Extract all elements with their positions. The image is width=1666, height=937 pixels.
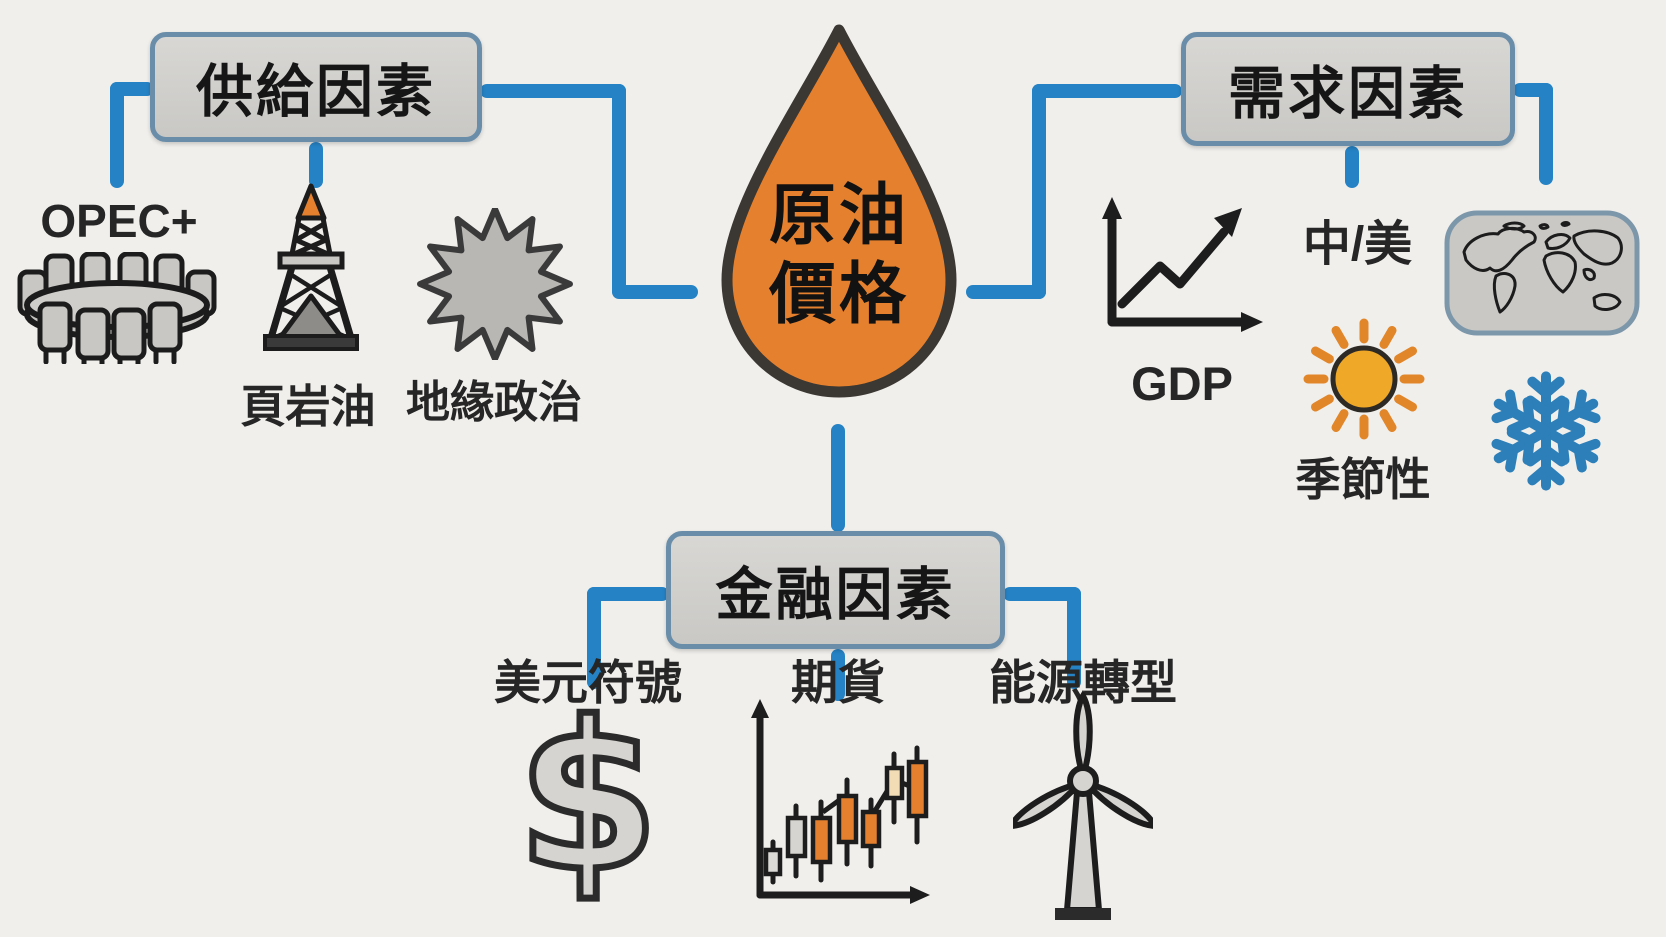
- opec-label: OPEC+: [40, 195, 198, 247]
- world-map-icon: [1444, 210, 1640, 336]
- connector-finance-left-v: [587, 587, 601, 689]
- shale-oil-label: 頁岩油: [240, 381, 376, 432]
- wind-turbine-icon: [1013, 684, 1153, 932]
- demand-factors-box: 需求因素: [1181, 32, 1515, 146]
- sun-icon: [1299, 314, 1429, 444]
- connector-demand-right-v: [1539, 83, 1553, 185]
- supply-factors-label: 供給因素: [196, 60, 436, 124]
- dollar-sign-icon: $: [496, 690, 681, 925]
- connector-finance-right-h: [1003, 587, 1081, 601]
- connector-supply-mid-v: [309, 142, 323, 188]
- geopolitics-label: 地緣政治: [406, 378, 582, 427]
- snowflake-icon: [1483, 368, 1609, 494]
- oil-price-line1: 原油: [769, 178, 909, 253]
- oil-drop-icon: [699, 16, 979, 416]
- round-table-icon: [16, 252, 218, 364]
- finance-factors-label: 金融因素: [715, 563, 956, 627]
- demand-factors-label: 需求因素: [1228, 62, 1468, 126]
- connector-supply-left-v: [110, 82, 124, 188]
- oil-price-title: 原油 價格: [699, 176, 979, 334]
- supply-factors-box: 供給因素: [150, 32, 482, 142]
- oil-derrick-icon: [252, 182, 370, 354]
- connector-finance-right-v: [1067, 587, 1081, 689]
- seasonality-label: 季節性: [1295, 454, 1431, 505]
- connector-drop-right-h: [966, 285, 1046, 299]
- finance-factors-box: 金融因素: [666, 531, 1005, 649]
- dollar-label: 美元符號: [494, 656, 682, 709]
- connector-demand-left-v: [1032, 84, 1046, 299]
- connector-finance-top-v: [831, 424, 845, 532]
- connector-finance-mid-v: [831, 649, 845, 701]
- connector-supply-right-v: [612, 84, 626, 298]
- gdp-label: GDP: [1131, 357, 1233, 410]
- candlestick-chart-icon: [740, 690, 940, 920]
- connector-supply-right-h: [480, 84, 626, 98]
- futures-label: 期貨: [791, 656, 885, 709]
- dollar-glyph: $: [517, 690, 660, 917]
- starburst-icon: [414, 208, 576, 360]
- china-us-label: 中/美: [1302, 218, 1413, 271]
- connector-demand-left-h: [1032, 84, 1182, 98]
- connector-finance-left-h: [587, 587, 669, 601]
- oil-price-line2: 價格: [769, 257, 909, 333]
- connector-demand-mid-v: [1345, 146, 1359, 188]
- growth-chart-icon: [1090, 192, 1275, 337]
- connector-drop-left-h: [612, 285, 698, 299]
